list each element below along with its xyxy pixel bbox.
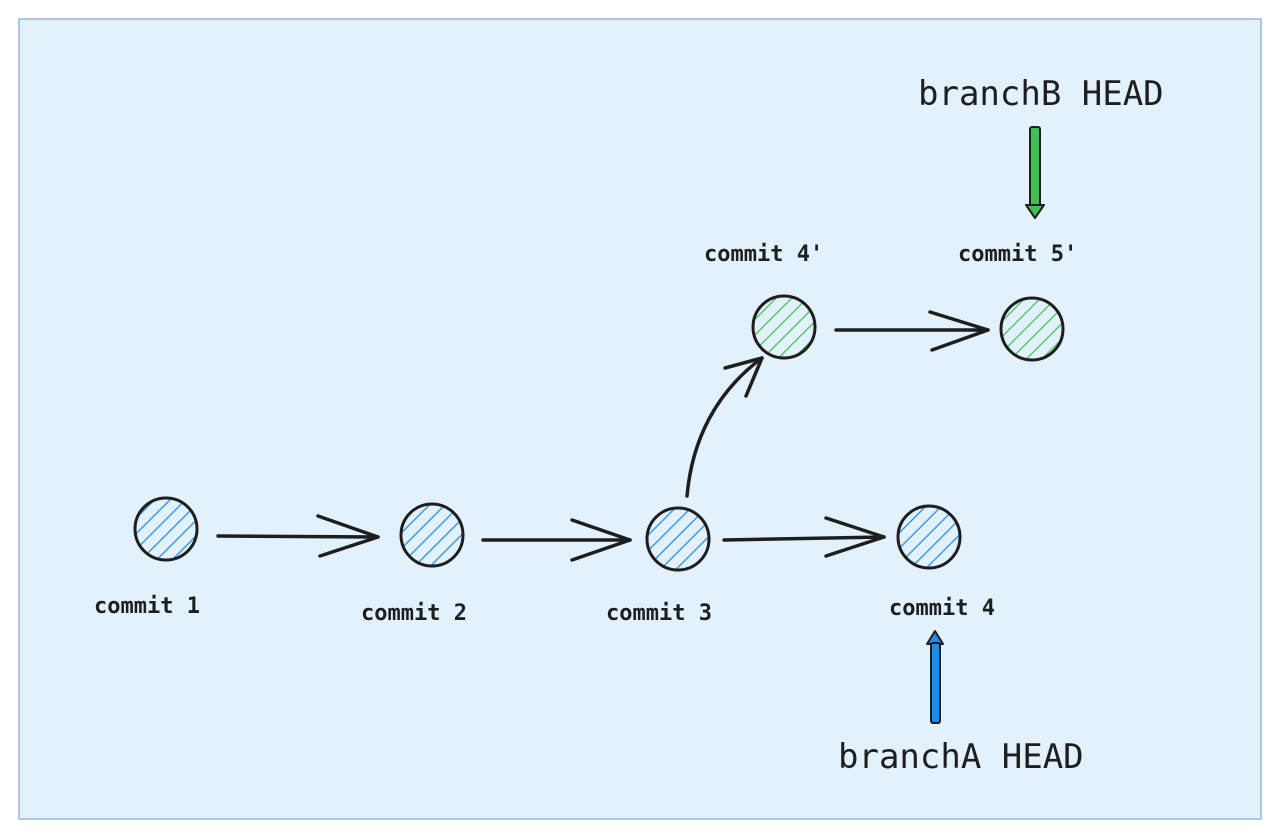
commit-labels: commit 1 commit 2 commit 3 commit 4 comm… [94,242,1077,626]
commit-label-3: commit 3 [606,601,712,626]
commit-label-4: commit 4 [889,596,995,621]
edge-commit-3-to-commit-4 [722,516,886,558]
commit-node-4[interactable] [896,504,962,570]
commit-label-1: commit 1 [94,594,200,619]
branch-a-head-label: branchA HEAD [838,737,1084,777]
commit-label-4-prime: commit 4' [704,242,823,267]
branch-heads: branchB HEAD branchA HEAD [838,74,1164,777]
commit-node-2[interactable] [399,502,465,568]
edge-commit-2-to-commit-3 [481,518,632,562]
branch-b-head: branchB HEAD [918,74,1164,219]
edge-commit-3-to-commit-4-prime [685,356,764,498]
commit-label-5-prime: commit 5' [958,242,1077,267]
branch-a-head: branchA HEAD [838,630,1084,777]
commit-label-2: commit 2 [361,601,467,626]
canvas-frame [18,18,1262,820]
commit-nodes [133,294,1065,572]
commit-node-1[interactable] [133,496,199,562]
edge-commit-1-to-commit-2 [216,514,380,558]
branch-b-head-label: branchB HEAD [918,74,1164,114]
edge-commit-4-prime-to-commit-5-prime [834,310,990,352]
arrow-up-icon [926,630,944,724]
commit-node-4-prime[interactable] [751,294,817,360]
arrow-down-icon [1025,126,1045,219]
commit-node-5-prime[interactable] [999,296,1065,362]
commit-edges [216,310,990,562]
commit-node-3[interactable] [645,506,711,572]
